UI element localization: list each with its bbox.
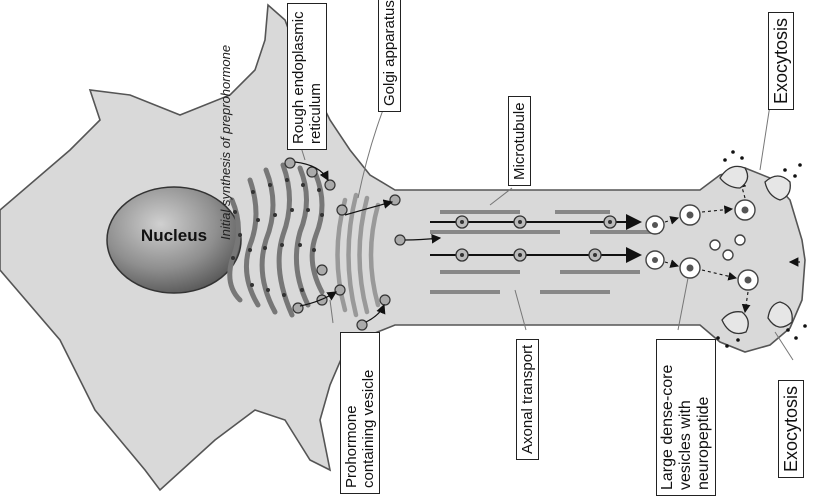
initial-synthesis-label: Initial synthesis of preprohormone <box>218 15 233 240</box>
exocytosis-top-label: Exocytosis <box>768 12 794 110</box>
microtubule-label: Microtubule <box>508 96 531 186</box>
rough-er-label: Rough endoplasmic reticulum <box>287 3 327 150</box>
dense-core-vesicles-label: Large dense-core vesicles with neuropept… <box>656 339 716 496</box>
golgi-label: Golgi apparatus <box>378 0 401 112</box>
nucleus-label: Nucleus <box>128 226 220 246</box>
exocytosis-bottom-label: Exocytosis <box>778 380 804 478</box>
axonal-transport-label: Axonal transport <box>516 339 539 460</box>
prohormone-vesicle-label: Prohormone containing vesicle <box>340 332 380 494</box>
